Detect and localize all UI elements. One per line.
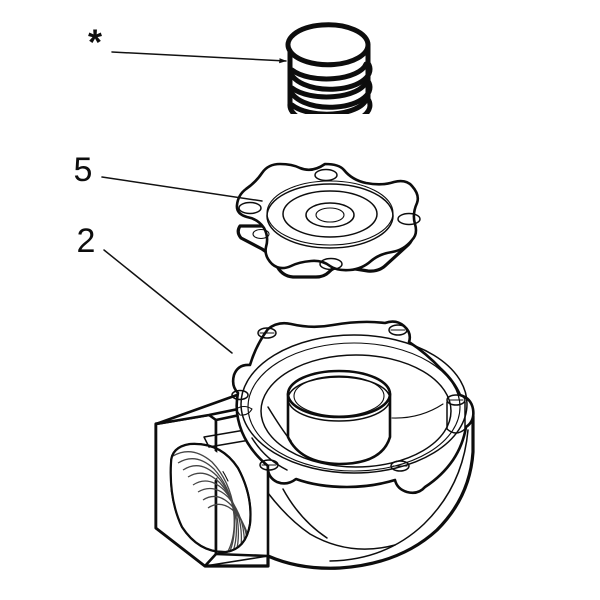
volute-outer-sweep — [329, 429, 469, 562]
cover-bolt-hole-left — [238, 201, 262, 215]
housing-inlet-bottom-edge — [204, 555, 269, 567]
housing-center-boss-top — [286, 369, 392, 419]
cover-boss-ring-inner — [305, 202, 355, 228]
volute-skirt-front — [267, 492, 396, 550]
cover-bolt-hole-top — [314, 168, 338, 182]
leader-line-housing — [103, 249, 233, 354]
housing-boss-left — [231, 389, 249, 401]
callout-cover-plate[interactable]: 5 — [74, 151, 263, 202]
cover-locating-hole — [252, 228, 270, 240]
callout-layer: * 5 2 — [74, 22, 287, 354]
cover-bolt-hole-right — [397, 212, 421, 226]
housing-boss-top-left — [257, 327, 277, 339]
cover-boss-ring-mid — [282, 190, 378, 238]
housing-boss-right-skirt — [446, 401, 466, 434]
callout-label-spring: * — [88, 22, 102, 63]
housing-boss-right — [446, 394, 466, 406]
housing-bolt-bosses — [231, 324, 466, 472]
coil-turn-4 — [287, 96, 373, 114]
housing-center-boss-top-inner — [293, 375, 385, 417]
volute-shell-edge — [282, 488, 328, 539]
housing-center-bore-rim — [287, 376, 391, 422]
coil-turn-2-front — [289, 61, 369, 82]
part-coil-spring[interactable] — [285, 22, 373, 125]
callout-spring[interactable]: * — [88, 22, 287, 64]
coil-turn-3-front — [289, 79, 369, 100]
thread-lit-crescent — [170, 443, 229, 552]
part-volute-housing[interactable] — [154, 320, 475, 574]
inlet-bore-outline — [169, 442, 252, 554]
leader-line-cover-plate — [101, 176, 263, 202]
callout-label-housing: 2 — [77, 222, 96, 260]
housing-boss-bottom-right — [390, 460, 410, 472]
coil-turn-1-back — [287, 42, 371, 68]
housing-boss-top-right — [388, 324, 408, 336]
leader-line-spring — [111, 51, 287, 64]
housing-left-notch — [235, 405, 253, 416]
volute-floor-blend-right — [391, 403, 444, 419]
callout-housing[interactable]: 2 — [77, 222, 233, 354]
cover-bolt-holes — [238, 168, 421, 271]
volute-floor-blend-left — [267, 406, 292, 442]
cover-bolt-hole-bottom — [319, 257, 343, 271]
cover-boss-ring-hub — [315, 207, 345, 223]
coil-turn-1 — [285, 22, 371, 54]
housing-flange-inner-rim — [240, 334, 468, 474]
coil-turn-4-front — [289, 97, 369, 114]
cover-boss-ring-outer2 — [266, 180, 394, 246]
volute-inner-step — [251, 437, 288, 471]
part-cover-plate[interactable] — [235, 162, 421, 279]
housing-cavity — [260, 354, 452, 468]
callout-label-cover-plate: 5 — [74, 151, 93, 189]
